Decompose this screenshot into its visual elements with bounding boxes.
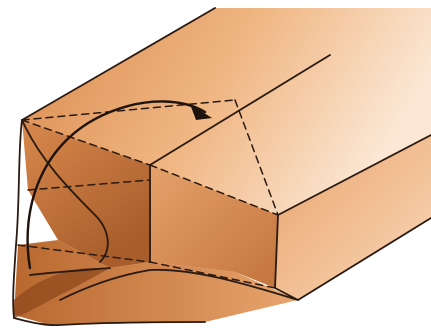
paper-bag-fold-illustration bbox=[0, 0, 431, 335]
